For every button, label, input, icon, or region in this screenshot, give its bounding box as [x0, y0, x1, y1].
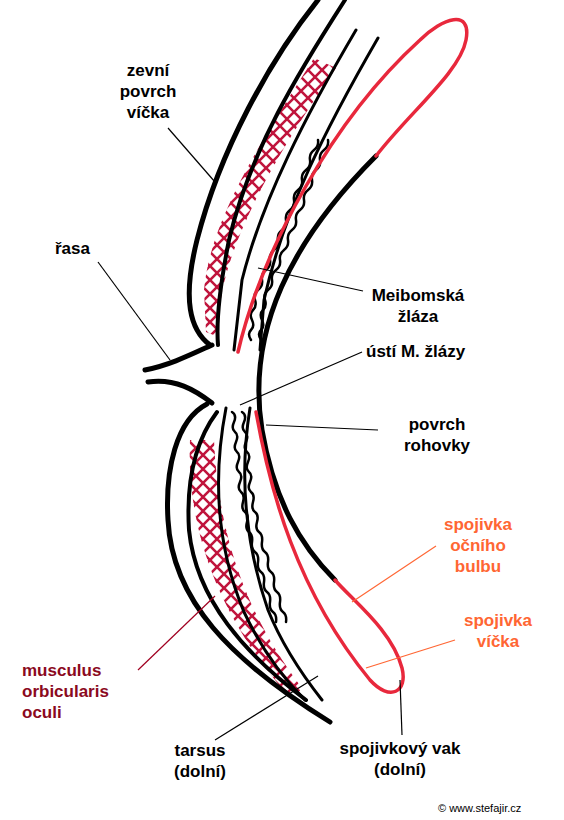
part-label: Meibomská žláza	[362, 285, 474, 327]
copyright-note: © www.stefajir.cz	[438, 801, 564, 815]
leader-line	[138, 596, 215, 670]
upper-skin	[189, 0, 318, 345]
lower-skin-inner	[188, 412, 306, 700]
leader-line	[366, 640, 455, 668]
part-label: spojivka víčka	[452, 610, 544, 652]
part-label: tarsus (dolní)	[152, 740, 248, 782]
leader-line	[215, 676, 318, 740]
meibomian-gland	[232, 412, 276, 622]
lower-conjunctiva	[256, 412, 403, 692]
eyelash	[145, 345, 212, 370]
leader-line	[258, 268, 363, 291]
upper-tarsus-inner	[260, 38, 378, 350]
cornea-surface	[259, 156, 376, 580]
leader-line	[240, 352, 362, 405]
part-label: zevní povrch víčka	[110, 60, 186, 123]
part-label: musculus orbicularis oculi	[22, 660, 122, 723]
part-label: spojivka očního bulbu	[428, 514, 528, 577]
part-label: spojivkový vak (dolní)	[320, 738, 480, 780]
leader-line	[98, 262, 170, 360]
meibomian-gland	[259, 140, 328, 340]
leader-line	[168, 128, 215, 182]
leader-line	[352, 546, 436, 602]
eyelash	[148, 381, 212, 403]
part-label: řasa	[55, 238, 105, 259]
leader-line	[266, 425, 378, 430]
part-label: povrch rohovky	[382, 414, 492, 456]
lower-skin	[168, 404, 330, 722]
leader-line	[400, 680, 402, 735]
part-label: ústí M. žlázy	[366, 341, 506, 362]
